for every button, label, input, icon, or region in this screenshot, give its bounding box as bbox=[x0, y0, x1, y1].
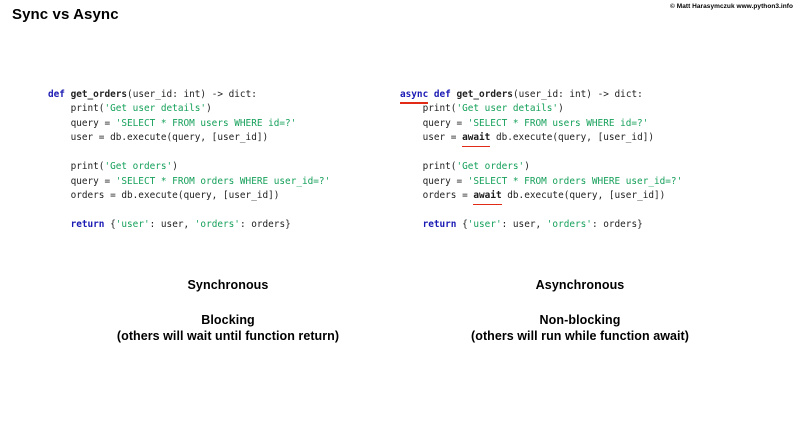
code-text: { bbox=[104, 219, 116, 231]
keyword-def: def bbox=[48, 89, 65, 100]
code-text: db.execute(query, [user_id]) bbox=[501, 190, 666, 202]
sync-signature-line: def get_orders(user_id: int) -> dict: bbox=[48, 89, 257, 100]
string-literal: 'SELECT * FROM orders WHERE user_id=?' bbox=[115, 175, 331, 187]
string-literal: 'SELECT * FROM users WHERE id=?' bbox=[467, 117, 649, 129]
async-signature-line: async def get_orders(user_id: int) -> di… bbox=[400, 88, 643, 105]
code-text: print( bbox=[70, 103, 105, 115]
sync-column: def get_orders(user_id: int) -> dict: pr… bbox=[48, 88, 408, 233]
keyword-async: async bbox=[400, 88, 429, 105]
code-text: print( bbox=[70, 161, 105, 173]
keyword: return bbox=[70, 219, 105, 231]
string-literal: 'SELECT * FROM orders WHERE user_id=?' bbox=[467, 175, 683, 187]
code-text: : user, bbox=[149, 219, 195, 231]
function-name: get_orders bbox=[70, 89, 128, 100]
function-name: get_orders bbox=[456, 89, 513, 100]
code-blank-line bbox=[48, 147, 54, 158]
code-line: return {'user': user, 'orders': orders} bbox=[48, 219, 291, 230]
code-text: user = bbox=[422, 132, 463, 144]
async-caption-sub: Non-blocking bbox=[539, 313, 621, 327]
function-params: (user_id: int) -> dict: bbox=[512, 89, 643, 100]
code-text: orders = bbox=[422, 190, 474, 202]
code-line: orders = await db.execute(query, [user_i… bbox=[400, 189, 666, 206]
sync-caption-note: (others will wait until function return) bbox=[116, 329, 340, 343]
async-code-body: print('Get user details') query = 'SELEC… bbox=[400, 103, 683, 230]
async-caption-main: Asynchronous bbox=[535, 278, 625, 292]
code-line: query = 'SELECT * FROM users WHERE id=?' bbox=[400, 117, 649, 129]
code-line: user = await db.execute(query, [user_id]… bbox=[400, 131, 655, 148]
code-text: ) bbox=[206, 103, 212, 115]
keyword-await: await bbox=[462, 131, 491, 148]
string-literal: 'user' bbox=[115, 219, 150, 231]
code-blank-line bbox=[48, 205, 54, 216]
code-text: query = bbox=[70, 175, 116, 187]
code-line: print('Get orders') bbox=[400, 161, 530, 172]
keyword-def: def bbox=[433, 89, 451, 100]
code-line: return {'user': user, 'orders': orders} bbox=[400, 219, 643, 230]
string-literal: 'user' bbox=[467, 219, 502, 231]
sync-caption-sub: Blocking bbox=[201, 313, 255, 327]
sync-code-body: print('Get user details') query = 'SELEC… bbox=[48, 103, 331, 230]
code-text: user = db.execute(query, [user_id]) bbox=[70, 132, 269, 144]
async-code-block: async def get_orders(user_id: int) -> di… bbox=[400, 88, 760, 233]
async-caption-group: Asynchronous Non-blocking (others will r… bbox=[400, 278, 760, 343]
string-literal: 'SELECT * FROM users WHERE id=?' bbox=[115, 117, 297, 129]
code-line: print('Get user details') bbox=[400, 103, 564, 114]
code-text: : orders} bbox=[239, 219, 291, 231]
code-text: { bbox=[456, 219, 468, 231]
code-text: print( bbox=[422, 103, 457, 115]
function-params: (user_id: int) -> dict: bbox=[127, 89, 257, 100]
code-line: user = db.execute(query, [user_id]) bbox=[48, 132, 269, 144]
code-text: : user, bbox=[501, 219, 547, 231]
code-text: query = bbox=[70, 117, 116, 129]
string-literal: 'orders' bbox=[546, 219, 592, 231]
string-literal: 'orders' bbox=[194, 219, 240, 231]
code-text: db.execute(query, [user_id]) bbox=[490, 132, 655, 144]
keyword-await: await bbox=[473, 189, 502, 206]
code-line: orders = db.execute(query, [user_id]) bbox=[48, 190, 280, 202]
string-literal: 'Get user details' bbox=[104, 103, 207, 115]
code-text: : orders} bbox=[591, 219, 643, 231]
async-caption-note: (others will run while function await) bbox=[471, 329, 689, 343]
code-line: print('Get user details') bbox=[48, 103, 212, 114]
code-line: print('Get orders') bbox=[48, 161, 178, 172]
code-blank-line bbox=[400, 147, 406, 158]
code-blank-line bbox=[400, 205, 406, 216]
string-literal: 'Get orders' bbox=[104, 161, 173, 173]
code-line: query = 'SELECT * FROM orders WHERE user… bbox=[400, 175, 683, 187]
sync-code-block: def get_orders(user_id: int) -> dict: pr… bbox=[48, 88, 408, 233]
code-text: ) bbox=[172, 161, 178, 173]
code-line: query = 'SELECT * FROM users WHERE id=?' bbox=[48, 117, 297, 129]
code-text: print( bbox=[422, 161, 457, 173]
sync-caption-group: Synchronous Blocking (others will wait u… bbox=[48, 278, 408, 343]
page-title: Sync vs Async bbox=[12, 6, 119, 23]
string-literal: 'Get user details' bbox=[456, 103, 559, 115]
code-text: ) bbox=[558, 103, 564, 115]
code-line: query = 'SELECT * FROM orders WHERE user… bbox=[48, 175, 331, 187]
keyword: return bbox=[422, 219, 457, 231]
code-text: orders = db.execute(query, [user_id]) bbox=[70, 190, 280, 202]
async-column: async def get_orders(user_id: int) -> di… bbox=[400, 88, 760, 233]
sync-caption-main: Synchronous bbox=[187, 278, 269, 292]
code-text: query = bbox=[422, 175, 468, 187]
code-text: ) bbox=[524, 161, 530, 173]
code-text: query = bbox=[422, 117, 468, 129]
string-literal: 'Get orders' bbox=[456, 161, 525, 173]
copyright-notice: © Matt Harasymczuk www.python3.info bbox=[670, 3, 793, 10]
